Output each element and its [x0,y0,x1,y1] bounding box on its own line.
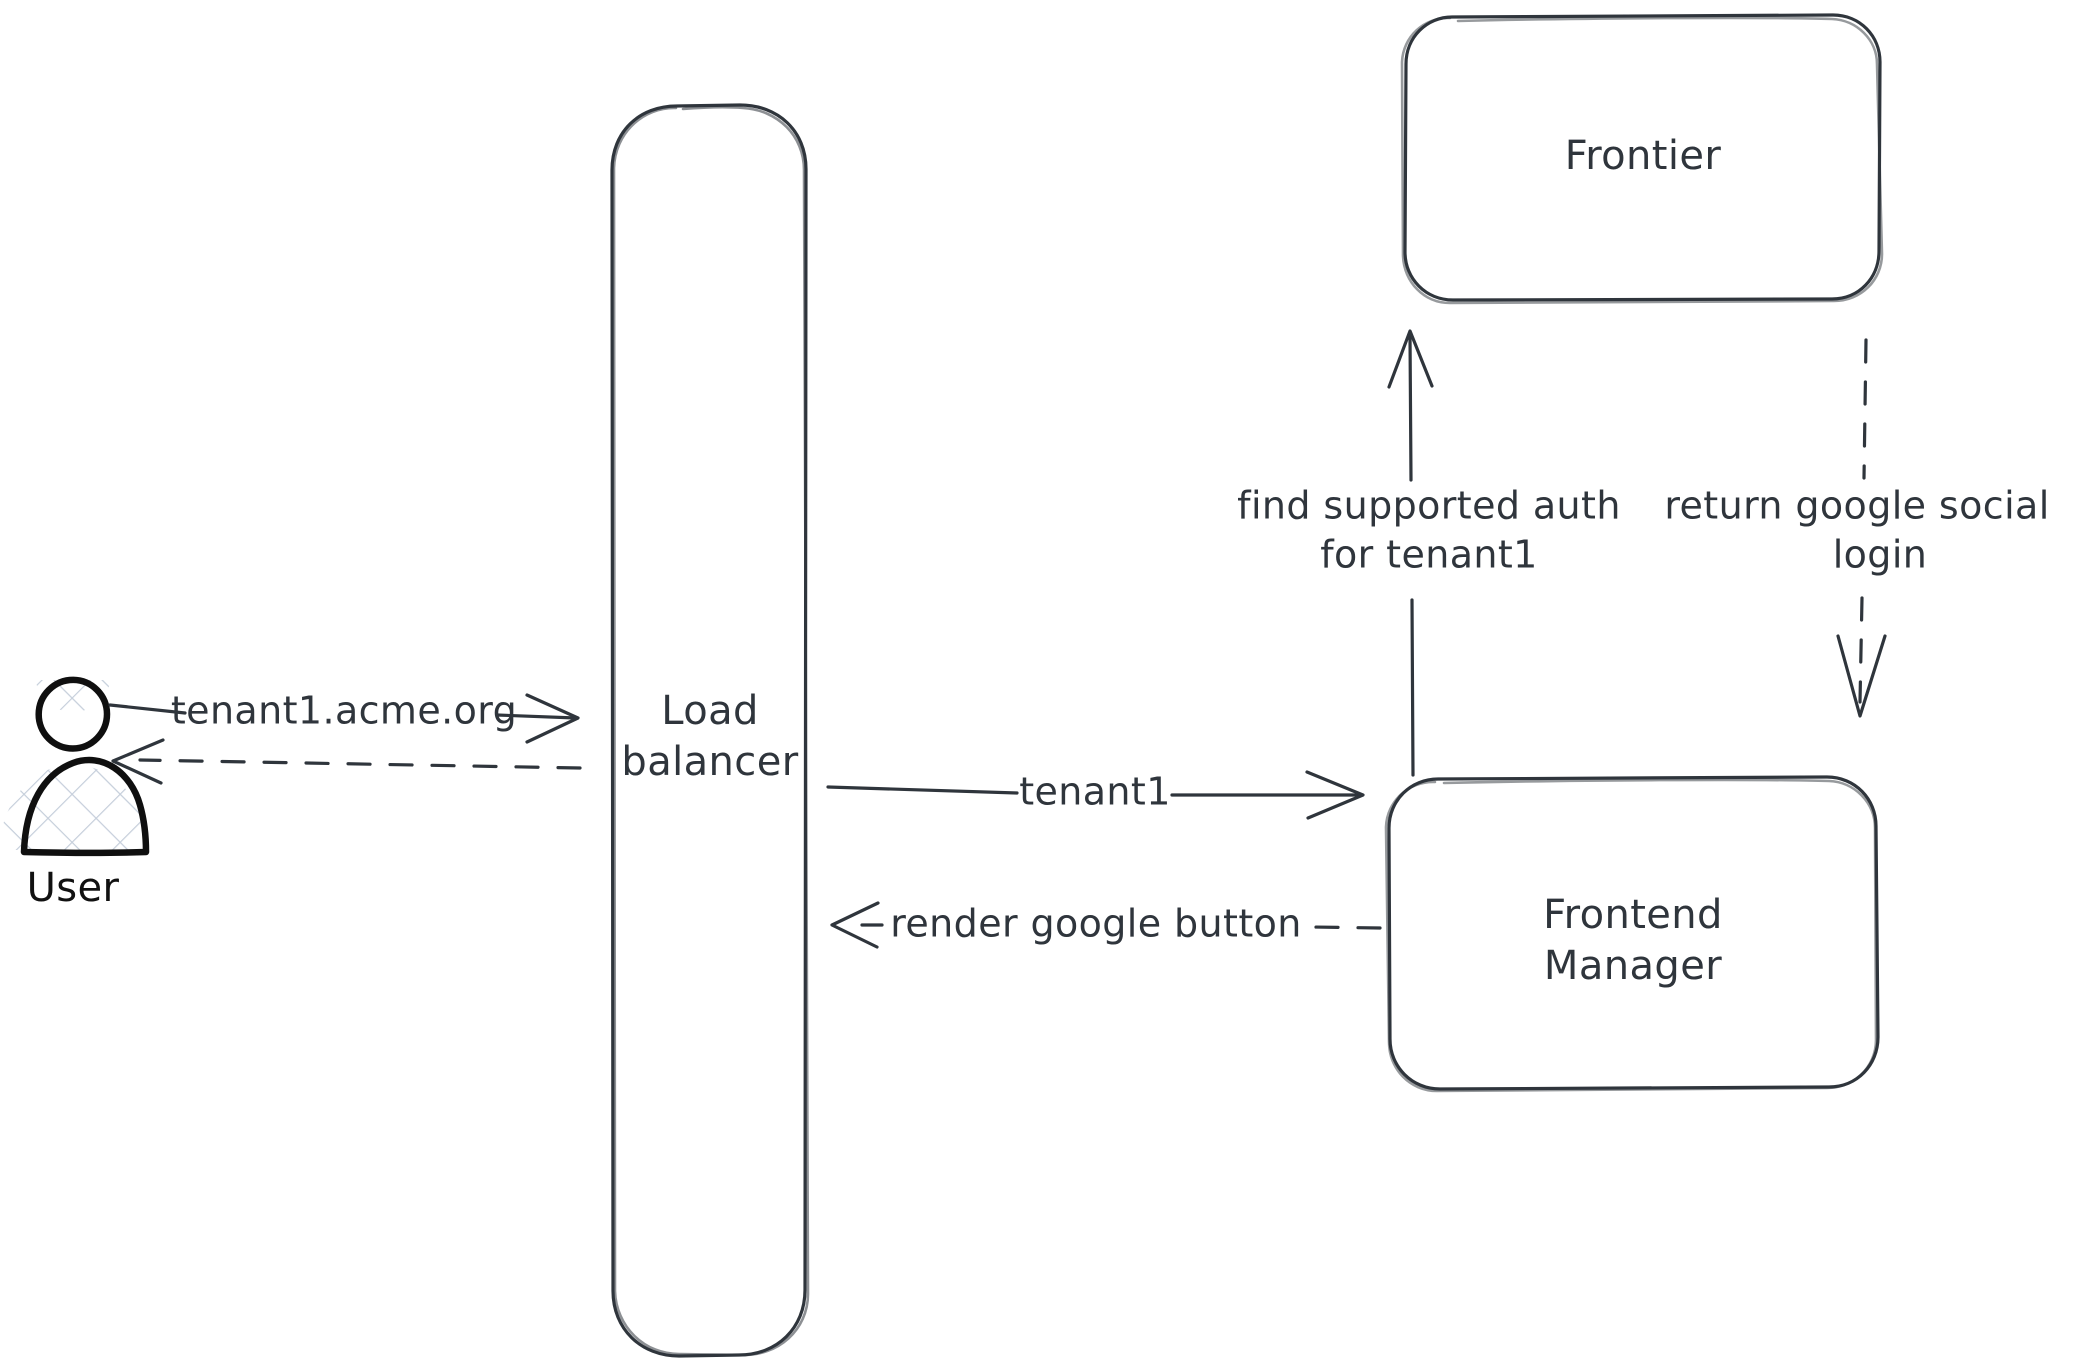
edge-lb-to-user-arrowhead [111,738,165,785]
node-frontier-label: Frontier [1565,133,1722,179]
user-body-icon [20,756,150,857]
edge-user-to-load-balancer[interactable]: tenant1.acme.org [108,689,580,744]
user-head-icon [35,676,111,752]
node-frontend-manager[interactable]: Frontend Manager [1384,775,1880,1093]
edge-frontend-manager-to-load-balancer[interactable]: render google button [830,901,1382,949]
edge-frontend-manager-to-frontier[interactable]: find supported auth for tenant1 [1237,329,1621,777]
edge-frontier-to-fm-arrowhead [1836,634,1887,718]
edge-lb-to-fm-arrowhead [1305,770,1365,820]
edge-fm-to-frontier-line-upper [1408,333,1413,482]
edge-user-to-lb-line-left [108,703,187,715]
node-frontier[interactable]: Frontier [1400,13,1884,305]
edge-frontier-to-fm-label-line1: return google social [1664,484,2049,528]
edge-fm-to-frontier-line-lower [1410,598,1415,777]
frontier-outline [1403,13,1882,302]
edge-frontier-to-fm-line-upper [1862,338,1868,480]
edge-fm-to-frontier-label-line1: find supported auth [1237,484,1621,528]
node-user-label: User [27,865,120,911]
edge-user-to-lb-label: tenant1.acme.org [171,689,517,733]
node-load-balancer-label-line1: Load [661,688,759,734]
edge-lb-to-user-line [138,758,582,770]
edge-fm-to-frontier-arrowhead [1387,329,1434,389]
edge-frontier-to-frontend-manager[interactable]: return google social login [1664,338,2049,718]
edge-frontier-to-fm-label-line2: login [1833,533,1928,577]
load-balancer-outline-sketch [612,106,810,1357]
edge-user-to-lb-line-right [495,713,578,720]
node-frontend-manager-label-line1: Frontend [1543,892,1723,938]
edge-lb-to-fm-label: tenant1 [1019,770,1171,814]
node-load-balancer[interactable]: Load balancer [610,103,810,1358]
frontier-outline-sketch [1400,16,1884,305]
node-frontend-manager-label-line2: Manager [1544,943,1722,989]
edge-load-balancer-to-frontend-manager[interactable]: tenant1 [826,770,1365,820]
edge-fm-to-lb-line-right [1308,925,1382,930]
edge-user-to-lb-arrowhead [525,693,580,744]
edge-fm-to-lb-label: render google button [890,902,1302,946]
edge-fm-to-frontier-label-line2: for tenant1 [1320,533,1538,577]
edge-lb-to-fm-line-left [826,785,1019,795]
frontend-manager-outline-sketch [1384,778,1878,1093]
edge-frontier-to-fm-line-lower [1858,596,1864,704]
node-load-balancer-label-line2: balancer [621,739,798,785]
edge-fm-to-lb-arrowhead [830,901,880,949]
edge-load-balancer-to-user[interactable] [111,738,582,785]
